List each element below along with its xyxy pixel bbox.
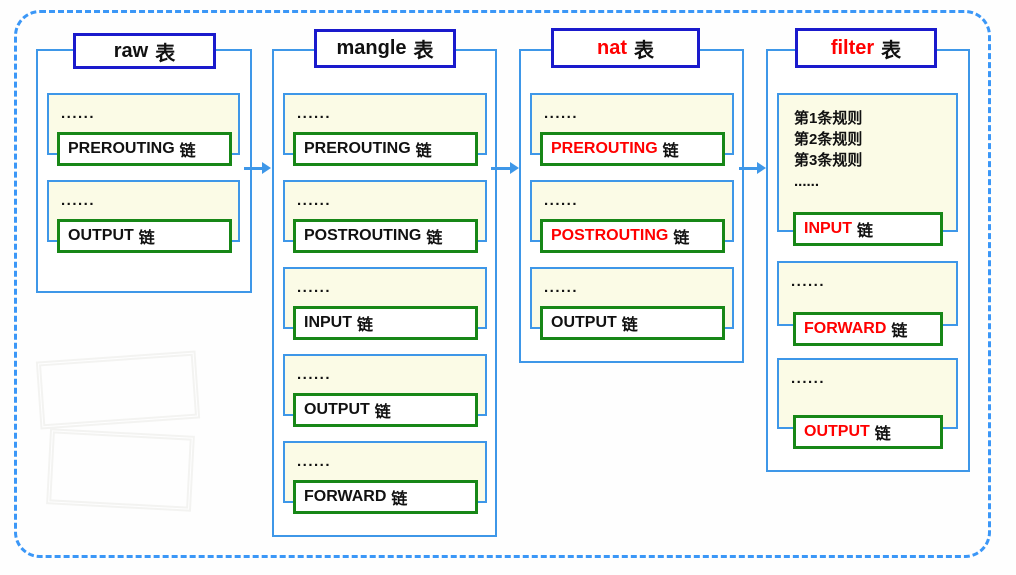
chain-name: POSTROUTING [551,227,669,244]
chain-suffix: 链 [374,404,391,421]
rule-line: 第3条规则 [794,152,863,169]
chain-suffix: 链 [857,223,874,240]
chain-name: FORWARD [304,488,387,505]
flow-arrow-raw-to-mangle [244,160,271,176]
chain-name: INPUT [304,314,352,331]
arrow-head-icon [262,162,271,174]
filter-rules-list: 第1条规则 第2条规则 第3条规则 ...... [779,95,956,192]
nat-table-title: nat 表 [551,28,700,68]
chain-suffix: 链 [426,230,443,247]
raw-table-suffix: 表 [155,42,176,65]
mangle-table-suffix: 表 [413,40,434,62]
rules-ellipsis: ...... [794,173,820,190]
rules-ellipsis: ...... [297,453,332,470]
raw-table-name: raw [113,39,149,62]
mangle-forward-chain-box: FORWARD 链 [293,480,478,514]
raw-table-frame [36,49,252,293]
chain-name: PREROUTING [551,140,658,157]
raw-prerouting-chain-box: PREROUTING 链 [57,132,232,166]
nat-table-name: nat [597,36,627,59]
flow-arrow-mangle-to-nat [491,160,519,176]
rule-line: 第1条规则 [794,110,863,127]
nat-table-suffix: 表 [634,39,654,62]
nat-output-chain-box: OUTPUT 链 [540,306,725,340]
filter-output-chain-box: OUTPUT 链 [793,415,943,449]
rules-ellipsis: ...... [61,192,96,209]
raw-output-chain-box: OUTPUT 链 [57,219,232,253]
mangle-table-name: mangle [336,37,407,59]
mangle-prerouting-chain-box: PREROUTING 链 [293,132,478,166]
chain-name: POSTROUTING [304,227,422,244]
flow-arrow-nat-to-filter [739,160,766,176]
filter-table-title: filter 表 [795,28,937,68]
arrow-shaft [491,166,510,170]
arrow-head-icon [757,162,766,174]
filter-table-name: filter [830,36,875,59]
chain-suffix: 链 [415,143,432,160]
rules-ellipsis: ...... [297,279,332,296]
filter-input-rules-box: 第1条规则 第2条规则 第3条规则 ...... [777,93,958,232]
nat-prerouting-chain-box: PREROUTING 链 [540,132,725,166]
chain-name: OUTPUT [68,227,134,244]
chain-suffix: 链 [621,317,638,334]
rules-ellipsis: ...... [544,105,579,122]
rules-ellipsis: ...... [791,273,826,290]
mangle-table-title: mangle 表 [314,29,456,68]
chain-name: OUTPUT [304,401,370,418]
filter-table-suffix: 表 [881,39,902,62]
chain-suffix: 链 [673,230,690,247]
chain-name: PREROUTING [68,140,175,157]
rules-ellipsis: ...... [544,279,579,296]
outer-dashed-border [14,10,991,558]
mangle-output-chain-box: OUTPUT 链 [293,393,478,427]
chain-suffix: 链 [357,317,374,334]
chain-name: OUTPUT [804,423,870,440]
chain-suffix: 链 [662,143,679,160]
mangle-input-chain-box: INPUT 链 [293,306,478,340]
filter-forward-chain-box: FORWARD 链 [793,312,943,346]
chain-suffix: 链 [179,143,196,160]
chain-name: OUTPUT [551,314,617,331]
filter-input-chain-box: INPUT 链 [793,212,943,246]
chain-name: PREROUTING [304,140,411,157]
mangle-postrouting-chain-box: POSTROUTING 链 [293,219,478,253]
rules-ellipsis: ...... [61,105,96,122]
rule-line: 第2条规则 [794,131,863,148]
chain-suffix: 链 [391,491,408,508]
rules-ellipsis: ...... [297,192,332,209]
chain-suffix: 链 [138,230,155,247]
rules-ellipsis: ...... [297,105,332,122]
rules-ellipsis: ...... [297,366,332,383]
nat-postrouting-chain-box: POSTROUTING 链 [540,219,725,253]
chain-suffix: 链 [891,323,908,340]
raw-table-title: raw 表 [73,33,216,69]
arrow-shaft [244,166,262,170]
chain-name: INPUT [804,220,852,237]
rules-ellipsis: ...... [791,370,826,387]
rules-ellipsis: ...... [544,192,579,209]
chain-name: FORWARD [804,320,887,337]
chain-suffix: 链 [874,426,891,443]
arrow-head-icon [510,162,519,174]
arrow-shaft [739,166,757,170]
